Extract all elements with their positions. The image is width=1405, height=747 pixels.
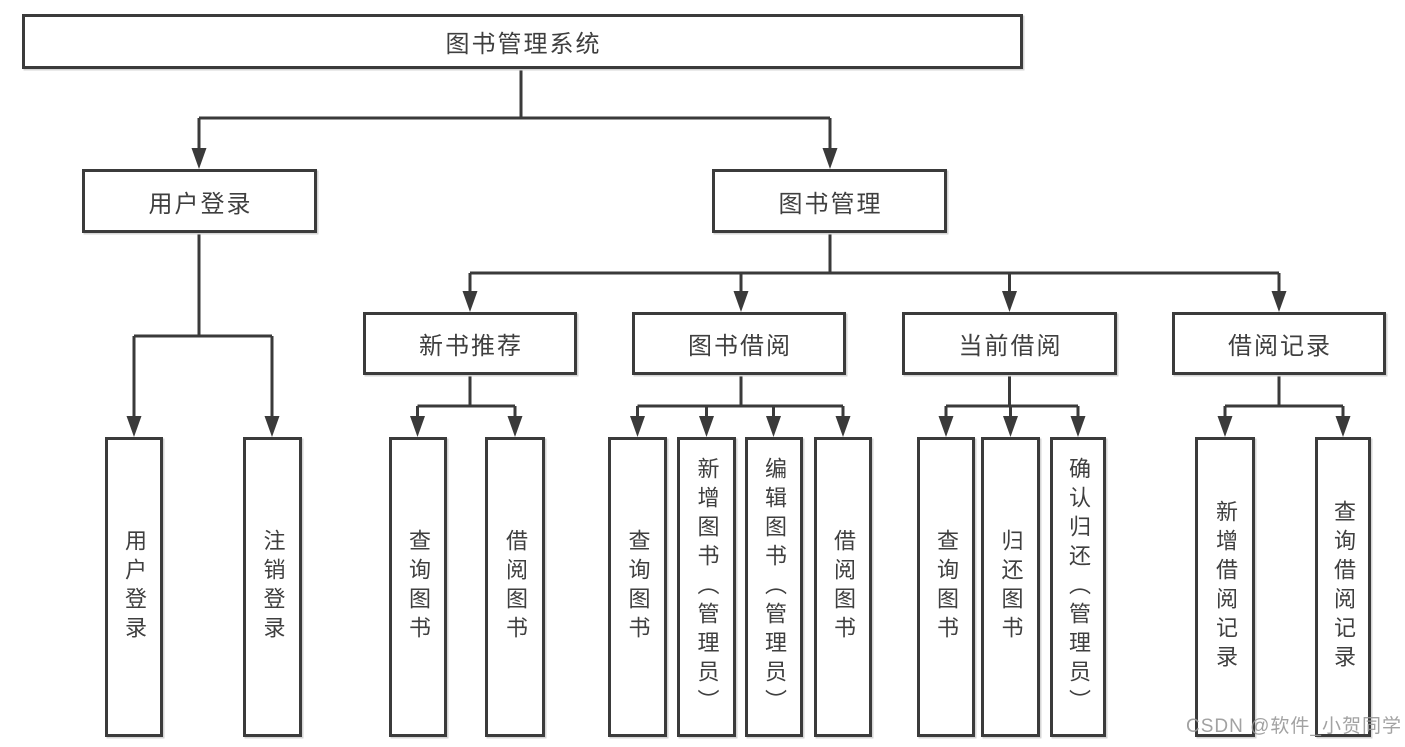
node-book-borrowing: 图书借阅: [632, 312, 846, 375]
node-label: 用户登录: [148, 190, 253, 218]
leaf-user-login: 用户登录: [105, 437, 163, 737]
leaf-current-return-books: 归还图书: [981, 437, 1040, 737]
leaf-label: 借阅图书: [503, 529, 528, 645]
leaf-newbook-query-books: 查询图书: [389, 437, 447, 737]
watermark: CSDN @软件_小贺同学: [1186, 716, 1402, 737]
node-label: 图书管理: [778, 190, 883, 218]
node-book-management: 图书管理: [712, 169, 947, 233]
leaf-records-query-record: 查询借阅记录: [1315, 437, 1371, 737]
leaf-newbook-borrow-books: 借阅图书: [485, 437, 545, 737]
leaf-borrow-borrow-books: 借阅图书: [814, 437, 872, 737]
leaf-label: 归还图书: [998, 529, 1024, 645]
node-user-login: 用户登录: [82, 169, 317, 233]
node-book-management-system: 图书管理系统: [22, 14, 1023, 69]
leaf-label: 借阅图书: [831, 529, 856, 645]
leaf-label: 新增图书（管理员）: [694, 456, 720, 718]
node-label: 图书借阅: [688, 333, 792, 360]
node-current-borrowing: 当前借阅: [902, 312, 1117, 375]
node-label: 当前借阅: [958, 333, 1063, 360]
leaf-label: 确认归还（管理员）: [1066, 456, 1091, 718]
leaf-label: 查询借阅记录: [1331, 500, 1356, 674]
leaf-records-add-record: 新增借阅记录: [1195, 437, 1255, 737]
node-borrowing-records: 借阅记录: [1172, 312, 1386, 375]
leaf-borrow-add-books-admin: 新增图书（管理员）: [677, 437, 736, 737]
leaf-label: 用户登录: [122, 529, 147, 645]
leaf-logout-login: 注销登录: [243, 437, 302, 737]
leaf-borrow-edit-books-admin: 编辑图书（管理员）: [745, 437, 803, 737]
node-label: 借阅记录: [1228, 333, 1332, 360]
leaf-label: 查询图书: [625, 529, 651, 645]
node-label: 新书推荐: [419, 333, 523, 360]
leaf-label: 新增借阅记录: [1213, 500, 1238, 674]
leaf-label: 查询图书: [934, 529, 959, 645]
leaf-label: 编辑图书（管理员）: [762, 456, 787, 718]
node-new-book-recommend: 新书推荐: [363, 312, 577, 375]
leaf-borrow-query-books: 查询图书: [608, 437, 667, 737]
node-label: 图书管理系统: [445, 31, 602, 58]
leaf-label: 注销登录: [260, 529, 286, 645]
leaf-current-confirm-return-admin: 确认归还（管理员）: [1050, 437, 1106, 737]
leaf-label: 查询图书: [406, 529, 431, 645]
leaf-current-query-books: 查询图书: [917, 437, 975, 737]
